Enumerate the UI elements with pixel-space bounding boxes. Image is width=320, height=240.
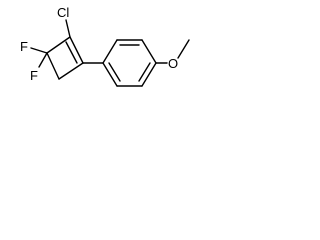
bond-c2-c3 <box>58 62 84 80</box>
bond-c3-c4 <box>46 52 60 80</box>
bond-ar1-ar2 <box>102 39 118 64</box>
cyclobutene-ring <box>46 36 84 80</box>
bond-c4-f-top <box>30 47 48 54</box>
bond-ar6-ar1-inner <box>108 62 121 82</box>
bond-c4-c1 <box>46 36 71 54</box>
bond-c4-f-bottom <box>38 52 48 68</box>
benzene-ring <box>102 39 157 87</box>
oxygen-label: O <box>168 56 178 71</box>
bond-c1-c2-inner <box>65 41 78 64</box>
fluorine-bottom-label: F <box>30 68 38 83</box>
bond-c1-c2 <box>69 36 84 64</box>
bond-ar3-ar4 <box>141 39 157 64</box>
bond-o-me <box>177 39 190 59</box>
fluorine-top-label: F <box>20 39 28 54</box>
bond-ar4-ar5-inner <box>138 62 151 82</box>
bond-ar4-ar5 <box>141 62 157 87</box>
bond-ar6-ar1 <box>102 62 118 87</box>
bond-c1-cl <box>65 19 71 38</box>
chlorine-label: Cl <box>57 5 69 20</box>
molecule-structure: Cl F F O <box>20 5 190 87</box>
